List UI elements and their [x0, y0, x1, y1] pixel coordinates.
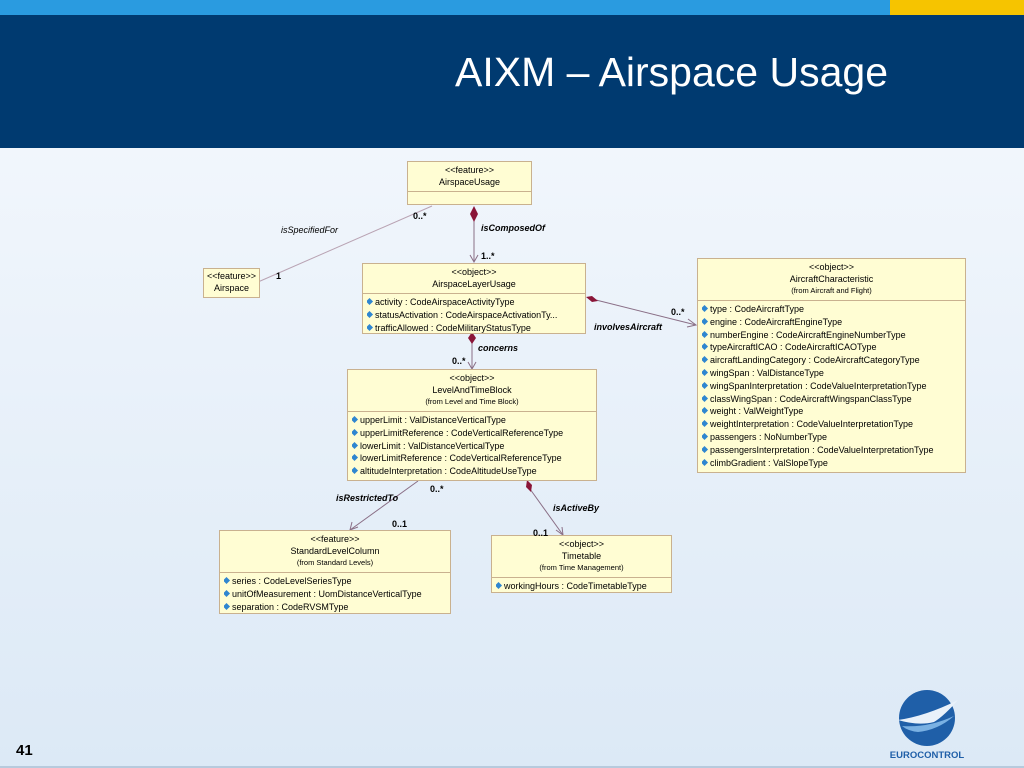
stereotype: <<object>> — [449, 373, 495, 383]
attribute-icon — [352, 428, 359, 436]
attribute-icon — [367, 323, 374, 331]
attribute: typeAircraftICAO : CodeAircraftICAOType — [702, 341, 965, 354]
page-number: 41 — [16, 742, 33, 759]
stereotype: <<feature>> — [206, 271, 257, 281]
attribute-icon — [702, 368, 709, 377]
attribute: lowerLimit : ValDistanceVerticalType — [352, 440, 596, 453]
attribute-icon — [496, 581, 503, 590]
top-accent-bar — [0, 0, 1024, 15]
attribute-icon — [352, 415, 359, 424]
logo-text: EUROCONTROL — [890, 750, 965, 761]
bottom-divider — [0, 766, 1024, 768]
attribute-icon — [702, 343, 709, 351]
mult-is-active-by-target: 0..1 — [533, 528, 549, 538]
slide-header — [0, 15, 1024, 148]
attribute: weightInterpretation : CodeValueInterpre… — [702, 418, 965, 431]
attribute: separation : CodeRVSMType — [224, 601, 450, 614]
attribute-icon — [224, 576, 231, 585]
class-airspace[interactable]: <<feature>> Airspace — [203, 268, 260, 298]
attribute: aircraftLandingCategory : CodeAircraftCa… — [702, 354, 965, 367]
mult-is-restricted-to-source: 0..* — [430, 484, 444, 494]
stereotype: <<object>> — [808, 262, 855, 272]
attribute-icon — [702, 317, 709, 325]
attribute-icon — [702, 356, 709, 364]
stereotype: <<feature>> — [310, 534, 360, 544]
mult-is-composed-of-target: 1..* — [481, 251, 495, 261]
mult-involves-aircraft-target: 0..* — [671, 307, 685, 317]
attribute-icon — [702, 381, 709, 389]
label-is-specified-for: isSpecifiedFor — [281, 225, 339, 235]
attribute: passengersInterpretation : CodeValueInte… — [702, 444, 965, 457]
class-name: Timetable — [561, 551, 602, 561]
eurocontrol-logo-icon: EUROCONTROL — [890, 690, 965, 761]
attribute-icon — [702, 458, 709, 466]
attribute-icon — [702, 304, 709, 313]
label-is-composed-of: isComposedOf — [481, 223, 546, 233]
attribute-icon — [224, 602, 231, 610]
label-concerns: concerns — [478, 343, 519, 353]
stereotype: <<object>> — [558, 539, 605, 549]
attribute: upperLimitReference : CodeVerticalRefere… — [352, 427, 596, 440]
attribute: altitudeInterpretation : CodeAltitudeUse… — [352, 465, 596, 478]
class-name: Airspace — [213, 283, 249, 293]
slide-title: AIXM – Airspace Usage — [455, 49, 888, 95]
class-name: AirspaceLayerUsage — [432, 279, 516, 289]
attribute-icon — [702, 420, 709, 428]
package-origin: (from Standard Levels) — [296, 558, 374, 567]
attribute: workingHours : CodeTimetableType — [496, 580, 671, 593]
attribute-icon — [702, 407, 709, 415]
attribute-icon — [702, 445, 709, 453]
class-name: AirspaceUsage — [438, 177, 501, 187]
class-airspace-layer-usage[interactable]: <<object>> AirspaceLayerUsage activity :… — [362, 263, 586, 334]
attribute-icon — [702, 394, 709, 402]
attribute: type : CodeAircraftType — [702, 303, 965, 316]
attribute: engine : CodeAircraftEngineType — [702, 316, 965, 329]
package-origin: (from Level and Time Block) — [425, 397, 519, 406]
attribute-icon — [224, 589, 231, 597]
label-involves-aircraft: involvesAircraft — [594, 322, 663, 332]
class-level-and-time-block[interactable]: <<object>> LevelAndTimeBlock (from Level… — [347, 369, 597, 481]
attribute: lowerLimitReference : CodeVerticalRefere… — [352, 452, 596, 465]
mult-concerns-target: 0..* — [452, 356, 466, 366]
class-timetable[interactable]: <<object>> Timetable (from Time Manageme… — [491, 535, 672, 593]
package-origin: (from Aircraft and Flight) — [791, 286, 872, 295]
attribute-icon — [702, 330, 709, 338]
attribute: classWingSpan : CodeAircraftWingspanClas… — [702, 393, 965, 406]
stereotype: <<object>> — [451, 267, 497, 277]
label-is-restricted-to: isRestrictedTo — [336, 493, 399, 503]
class-aircraft-characteristic[interactable]: <<object>> AircraftCharacteristic (from … — [697, 258, 966, 473]
attribute: wingSpan : ValDistanceType — [702, 367, 965, 380]
attribute: activity : CodeAirspaceActivityType — [367, 296, 585, 309]
attribute-icon — [352, 467, 359, 475]
attribute: climbGradient : ValSlopeType — [702, 457, 965, 470]
label-is-active-by: isActiveBy — [553, 503, 600, 513]
attribute: series : CodeLevelSeriesType — [224, 575, 450, 588]
mult-is-specified-for-target: 1 — [276, 271, 282, 281]
class-name: LevelAndTimeBlock — [432, 385, 512, 395]
attribute: wingSpanInterpretation : CodeValueInterp… — [702, 380, 965, 393]
class-name: AircraftCharacteristic — [789, 274, 874, 284]
mult-is-restricted-to-target: 0..1 — [392, 519, 408, 529]
stereotype: <<feature>> — [444, 165, 495, 175]
attribute-icon — [367, 310, 374, 318]
class-standard-level-column[interactable]: <<feature>> StandardLevelColumn (from St… — [219, 530, 451, 614]
top-accent-yellow — [890, 0, 1024, 15]
attribute-icon — [702, 432, 709, 441]
attribute-icon — [367, 297, 374, 306]
attribute-icon — [352, 441, 359, 449]
attribute: statusActivation : CodeAirspaceActivatio… — [367, 309, 585, 322]
attribute: weight : ValWeightType — [702, 405, 965, 418]
attribute: unitOfMeasurement : UomDistanceVerticalT… — [224, 588, 450, 601]
package-origin: (from Time Management) — [539, 563, 624, 572]
class-name: StandardLevelColumn — [290, 546, 380, 556]
attribute: passengers : NoNumberType — [702, 431, 965, 444]
attribute: upperLimit : ValDistanceVerticalType — [352, 414, 596, 427]
attribute-icon — [352, 454, 359, 462]
attribute: trafficAllowed : CodeMilitaryStatusType — [367, 322, 585, 335]
mult-is-specified-for-source: 0..* — [413, 211, 427, 221]
class-airspace-usage[interactable]: <<feature>> AirspaceUsage — [407, 161, 532, 205]
attribute: numberEngine : CodeAircraftEngineNumberT… — [702, 329, 965, 342]
